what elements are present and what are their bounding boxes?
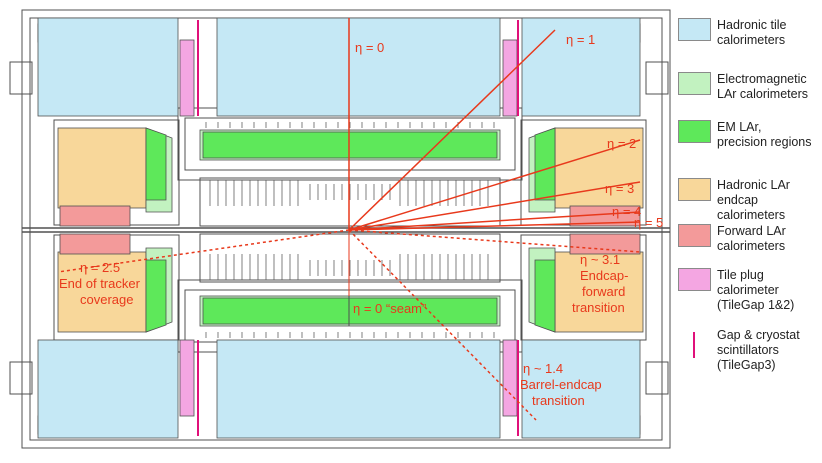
tile-bottom-left xyxy=(37,339,179,439)
tile-bottom-right xyxy=(521,339,641,439)
upper-barrel-cryostat xyxy=(184,117,516,171)
legend-label: Hadronic LAr endcap calorimeters xyxy=(717,178,790,222)
eta-3-line xyxy=(348,181,641,231)
legend-swatch xyxy=(678,268,711,291)
eta-2-line xyxy=(348,139,641,231)
eta-5-label: η = 5 xyxy=(634,215,663,230)
legend-label: Forward LAr calorimeters xyxy=(717,224,786,253)
em-endcap-precision-right-bottom xyxy=(534,259,556,333)
fcal-left-bottom xyxy=(59,233,131,255)
endcap-forward-eta-label: η ~ 3.1 xyxy=(580,252,620,267)
legend-swatch xyxy=(678,178,711,201)
hec-left-bottom xyxy=(57,251,147,333)
em-endcap-precision-left-bottom xyxy=(145,259,167,333)
legend-swatch xyxy=(678,120,711,143)
eta-1-line xyxy=(348,29,556,231)
em-barrel-regions xyxy=(199,129,501,327)
endcap-forward-line xyxy=(348,229,641,253)
legend-swatch xyxy=(678,18,711,41)
endcap-forward-line2: forward xyxy=(582,284,625,299)
barrel-endcap-eta-label: η ~ 1.4 xyxy=(523,361,563,376)
hec-right-top xyxy=(554,127,644,209)
eta-0-label: η = 0 xyxy=(355,40,384,55)
tracker-label-line1: End of tracker xyxy=(59,276,141,291)
legend-swatch xyxy=(678,224,711,247)
eta-4-label: η = 4 xyxy=(612,204,641,219)
hadronic-tile-regions xyxy=(37,17,641,439)
eta-1-label: η = 1 xyxy=(566,32,595,47)
right-bottom-bracket xyxy=(645,361,669,395)
upper-inner-detector xyxy=(199,177,501,227)
tile-plug-regions xyxy=(179,39,518,417)
tracker-eta-label: η = 2.5 xyxy=(80,260,120,275)
tile-plug xyxy=(179,339,195,417)
inner-detector-layers xyxy=(205,122,495,338)
legend-label: Electromagnetic LAr calorimeters xyxy=(717,72,808,101)
tile-plug xyxy=(502,339,518,417)
right-top-bracket xyxy=(645,61,669,95)
legend-label: Tile plug calorimeter (TileGap 1&2) xyxy=(717,268,795,312)
fcal-left-top xyxy=(59,205,131,227)
eta-5-line xyxy=(348,221,641,231)
em-endcap-precision-left-top xyxy=(145,127,167,201)
eta-4-line xyxy=(348,211,641,231)
calorimeter-cross-section-diagram: η = 0 η = 1 η = 2 η = 3 η = 4 η = 5 η = … xyxy=(9,9,671,449)
em-barrel-top-precision xyxy=(202,131,498,159)
seam-label: η = 0 “seam” xyxy=(353,301,426,316)
tile-top-left xyxy=(37,17,179,117)
em-barrel-bottom-precision xyxy=(202,297,498,325)
eta-lines xyxy=(57,18,641,421)
annotations: η = 0 η = 1 η = 2 η = 3 η = 4 η = 5 η = … xyxy=(59,32,663,408)
em-endcap-precision-right-top xyxy=(534,127,556,201)
legend-label: Gap & cryostat scintillators (TileGap3) xyxy=(717,328,800,372)
forward-lar-regions xyxy=(59,205,641,255)
tile-plug xyxy=(179,39,195,117)
lower-inner-detector xyxy=(199,233,501,283)
tile-top-barrel xyxy=(216,17,501,117)
legend-swatch xyxy=(678,72,711,95)
tile-top-right xyxy=(521,17,641,117)
left-bottom-bracket xyxy=(9,361,33,395)
tracker-eta-line xyxy=(57,229,350,273)
tile-bottom-barrel xyxy=(216,339,501,439)
barrel-endcap-line xyxy=(348,229,537,421)
gap-scintillators xyxy=(197,20,519,436)
hadronic-lar-endcap-regions xyxy=(57,127,644,333)
endcap-forward-line1: Endcap- xyxy=(580,268,628,283)
hec-right-bottom xyxy=(554,251,644,333)
legend-label: EM LAr, precision regions xyxy=(717,120,812,149)
fcal-right-bottom xyxy=(569,233,641,255)
legend-line xyxy=(693,332,695,358)
left-top-bracket xyxy=(9,61,33,95)
tracker-label-line2: coverage xyxy=(80,292,133,307)
outer-frame xyxy=(21,9,671,449)
eta-3-label: η = 3 xyxy=(605,181,634,196)
hec-left-top xyxy=(57,127,147,209)
endcap-forward-line3: transition xyxy=(572,300,625,315)
legend-label: Hadronic tile calorimeters xyxy=(717,18,787,47)
em-lar-endcap-regions xyxy=(145,127,556,333)
barrel-endcap-line1: Barrel-endcap xyxy=(520,377,602,392)
barrel-endcap-line2: transition xyxy=(532,393,585,408)
eta-2-label: η = 2 xyxy=(607,136,636,151)
